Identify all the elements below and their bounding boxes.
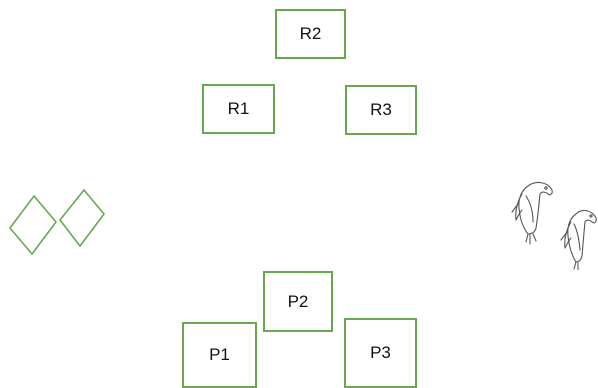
bird-sketch-icon (511, 181, 553, 245)
bird-sketch-icon (560, 209, 597, 270)
node-r2: R2 (275, 9, 346, 59)
green-diamond-icon (8, 194, 58, 256)
node-r3: R3 (345, 85, 417, 135)
node-p3: P3 (344, 318, 417, 388)
node-r1: R1 (202, 84, 275, 134)
green-diamond-icon (58, 188, 106, 248)
node-p2-label: P2 (287, 291, 309, 311)
node-r3-label: R3 (370, 100, 392, 119)
node-r2-label: R2 (299, 24, 322, 43)
node-p1: P1 (182, 322, 257, 388)
diamond-group (8, 188, 106, 256)
node-p2: P2 (263, 271, 333, 332)
bird-group (511, 181, 597, 270)
node-p3-label: P3 (370, 343, 391, 362)
node-p1-label: P1 (209, 345, 230, 364)
node-r1-label: R1 (227, 99, 250, 118)
